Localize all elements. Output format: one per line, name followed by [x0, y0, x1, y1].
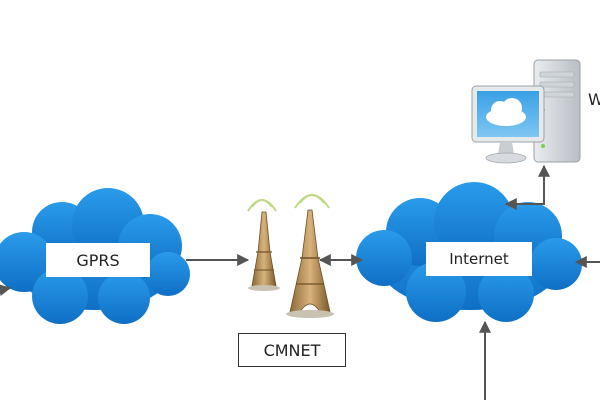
- cmnet-label: CMNET: [238, 333, 346, 367]
- cmnet-tower-icon: [247, 194, 334, 318]
- arrow-internet-server: [504, 164, 550, 210]
- connection-arrows: [0, 164, 600, 400]
- gprs-label: GPRS: [46, 243, 150, 277]
- server-label: W: [588, 90, 600, 109]
- arrow-left-edge: [0, 284, 12, 297]
- internet-label: Internet: [426, 242, 532, 276]
- server-computer-icon: [471, 59, 581, 164]
